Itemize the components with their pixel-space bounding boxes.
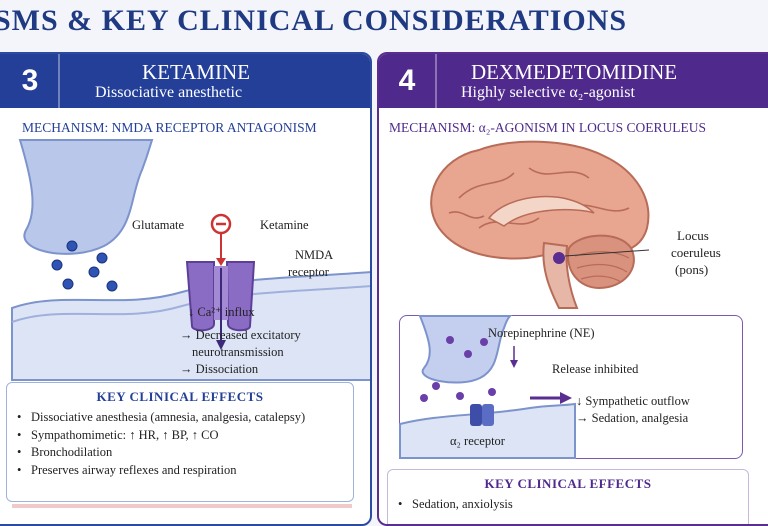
pons-label: (pons) xyxy=(675,262,708,278)
brain-illustration xyxy=(419,138,659,308)
sedation-analgesia-label: → Sedation, analgesia xyxy=(576,411,688,426)
ne-synapse-box: Norepinephrine (NE) Release inhibited ↓ … xyxy=(399,315,743,459)
vesicle xyxy=(420,394,428,402)
nmda-label: NMDA xyxy=(295,248,333,263)
vesicle xyxy=(432,382,440,390)
neurotransmission-label: neurotransmission xyxy=(192,345,284,360)
presynaptic-terminal xyxy=(20,140,152,254)
vesicle xyxy=(107,281,117,291)
ketamine-effects-title: KEY CLINICAL EFFECTS xyxy=(7,389,353,405)
dexmedetomidine-panel: 4 DEXMEDETOMIDINE Highly selective α₂-ag… xyxy=(377,52,768,526)
ketamine-label: Ketamine xyxy=(260,218,309,233)
dexmedetomidine-subtitle: Highly selective α₂-agonist xyxy=(461,84,635,102)
ketamine-effects-box: KEY CLINICAL EFFECTS Dissociative anesth… xyxy=(6,382,354,502)
vesicle xyxy=(446,336,454,344)
ketamine-mechanism: MECHANISM: NMDA RECEPTOR ANTAGONISM xyxy=(22,120,317,136)
decreased-excitatory-label: → Decreased excitatory xyxy=(180,328,301,343)
dexmedetomidine-effects-title: KEY CLINICAL EFFECTS xyxy=(388,476,748,492)
vesicle xyxy=(456,392,464,400)
locus-coeruleus-dot xyxy=(553,252,565,264)
vesicle xyxy=(97,253,107,263)
effect-item: Dissociative anesthesia (amnesia, analge… xyxy=(17,409,351,427)
receptor-label: receptor xyxy=(288,265,329,280)
dexmedetomidine-mechanism: MECHANISM: α₂-AGONISM IN LOCUS COERULEUS xyxy=(389,120,706,136)
ne-label: Norepinephrine (NE) xyxy=(488,326,595,341)
vesicle xyxy=(480,338,488,346)
ketamine-header: 3 KETAMINE Dissociative anesthetic xyxy=(0,54,370,108)
release-inhibited-label: Release inhibited xyxy=(552,362,638,377)
page-banner: SMS & KEY CLINICAL CONSIDERATIONS xyxy=(0,0,768,46)
page-title: SMS & KEY CLINICAL CONSIDERATIONS xyxy=(0,4,627,38)
glutamate-label: Glutamate xyxy=(132,218,184,233)
vesicle xyxy=(89,267,99,277)
ketamine-effects-list: Dissociative anesthesia (amnesia, analge… xyxy=(17,409,351,479)
ca-influx-label: ↓ Ca²⁺ influx xyxy=(188,304,255,320)
effect-item: Preserves airway reflexes and respiratio… xyxy=(17,462,351,480)
vesicle xyxy=(52,260,62,270)
ne-down-arrow xyxy=(510,346,518,368)
ketamine-panel: 3 KETAMINE Dissociative anesthetic MECHA… xyxy=(0,52,372,526)
dexmedetomidine-number: 4 xyxy=(379,54,437,108)
dexmedetomidine-effects-box: KEY CLINICAL EFFECTS Sedation, anxiolysi… xyxy=(387,469,749,526)
locus-label: Locus xyxy=(677,228,709,244)
dissociation-label: → Dissociation xyxy=(180,362,258,377)
dexmedetomidine-header: 4 DEXMEDETOMIDINE Highly selective α₂-ag… xyxy=(379,54,768,108)
vesicle xyxy=(67,241,77,251)
dexmedetomidine-effects-list: Sedation, anxiolysis xyxy=(398,496,732,514)
effect-item: Sedation, anxiolysis xyxy=(398,496,732,514)
bottom-strip xyxy=(12,504,352,508)
cerebellum xyxy=(568,236,634,288)
coeruleus-label: coeruleus xyxy=(671,245,721,261)
vesicle xyxy=(464,350,472,358)
alpha2-receptor-icon xyxy=(470,404,494,426)
effect-item: Sympathomimetic: ↑ HR, ↑ BP, ↑ CO xyxy=(17,427,351,445)
ketamine-number: 3 xyxy=(2,54,60,108)
vesicle xyxy=(63,279,73,289)
dexmedetomidine-title: DEXMEDETOMIDINE xyxy=(471,60,677,85)
ketamine-title: KETAMINE xyxy=(142,60,250,85)
ketamine-blocker-icon xyxy=(212,215,230,266)
sympathetic-outflow-label: ↓ Sympathetic outflow xyxy=(576,394,690,409)
alpha2-receptor-label: α₂ receptor xyxy=(450,434,505,449)
inhibition-arrow xyxy=(530,392,572,404)
effect-item: Bronchodilation xyxy=(17,444,351,462)
ketamine-subtitle: Dissociative anesthetic xyxy=(95,84,242,102)
vesicle xyxy=(488,388,496,396)
